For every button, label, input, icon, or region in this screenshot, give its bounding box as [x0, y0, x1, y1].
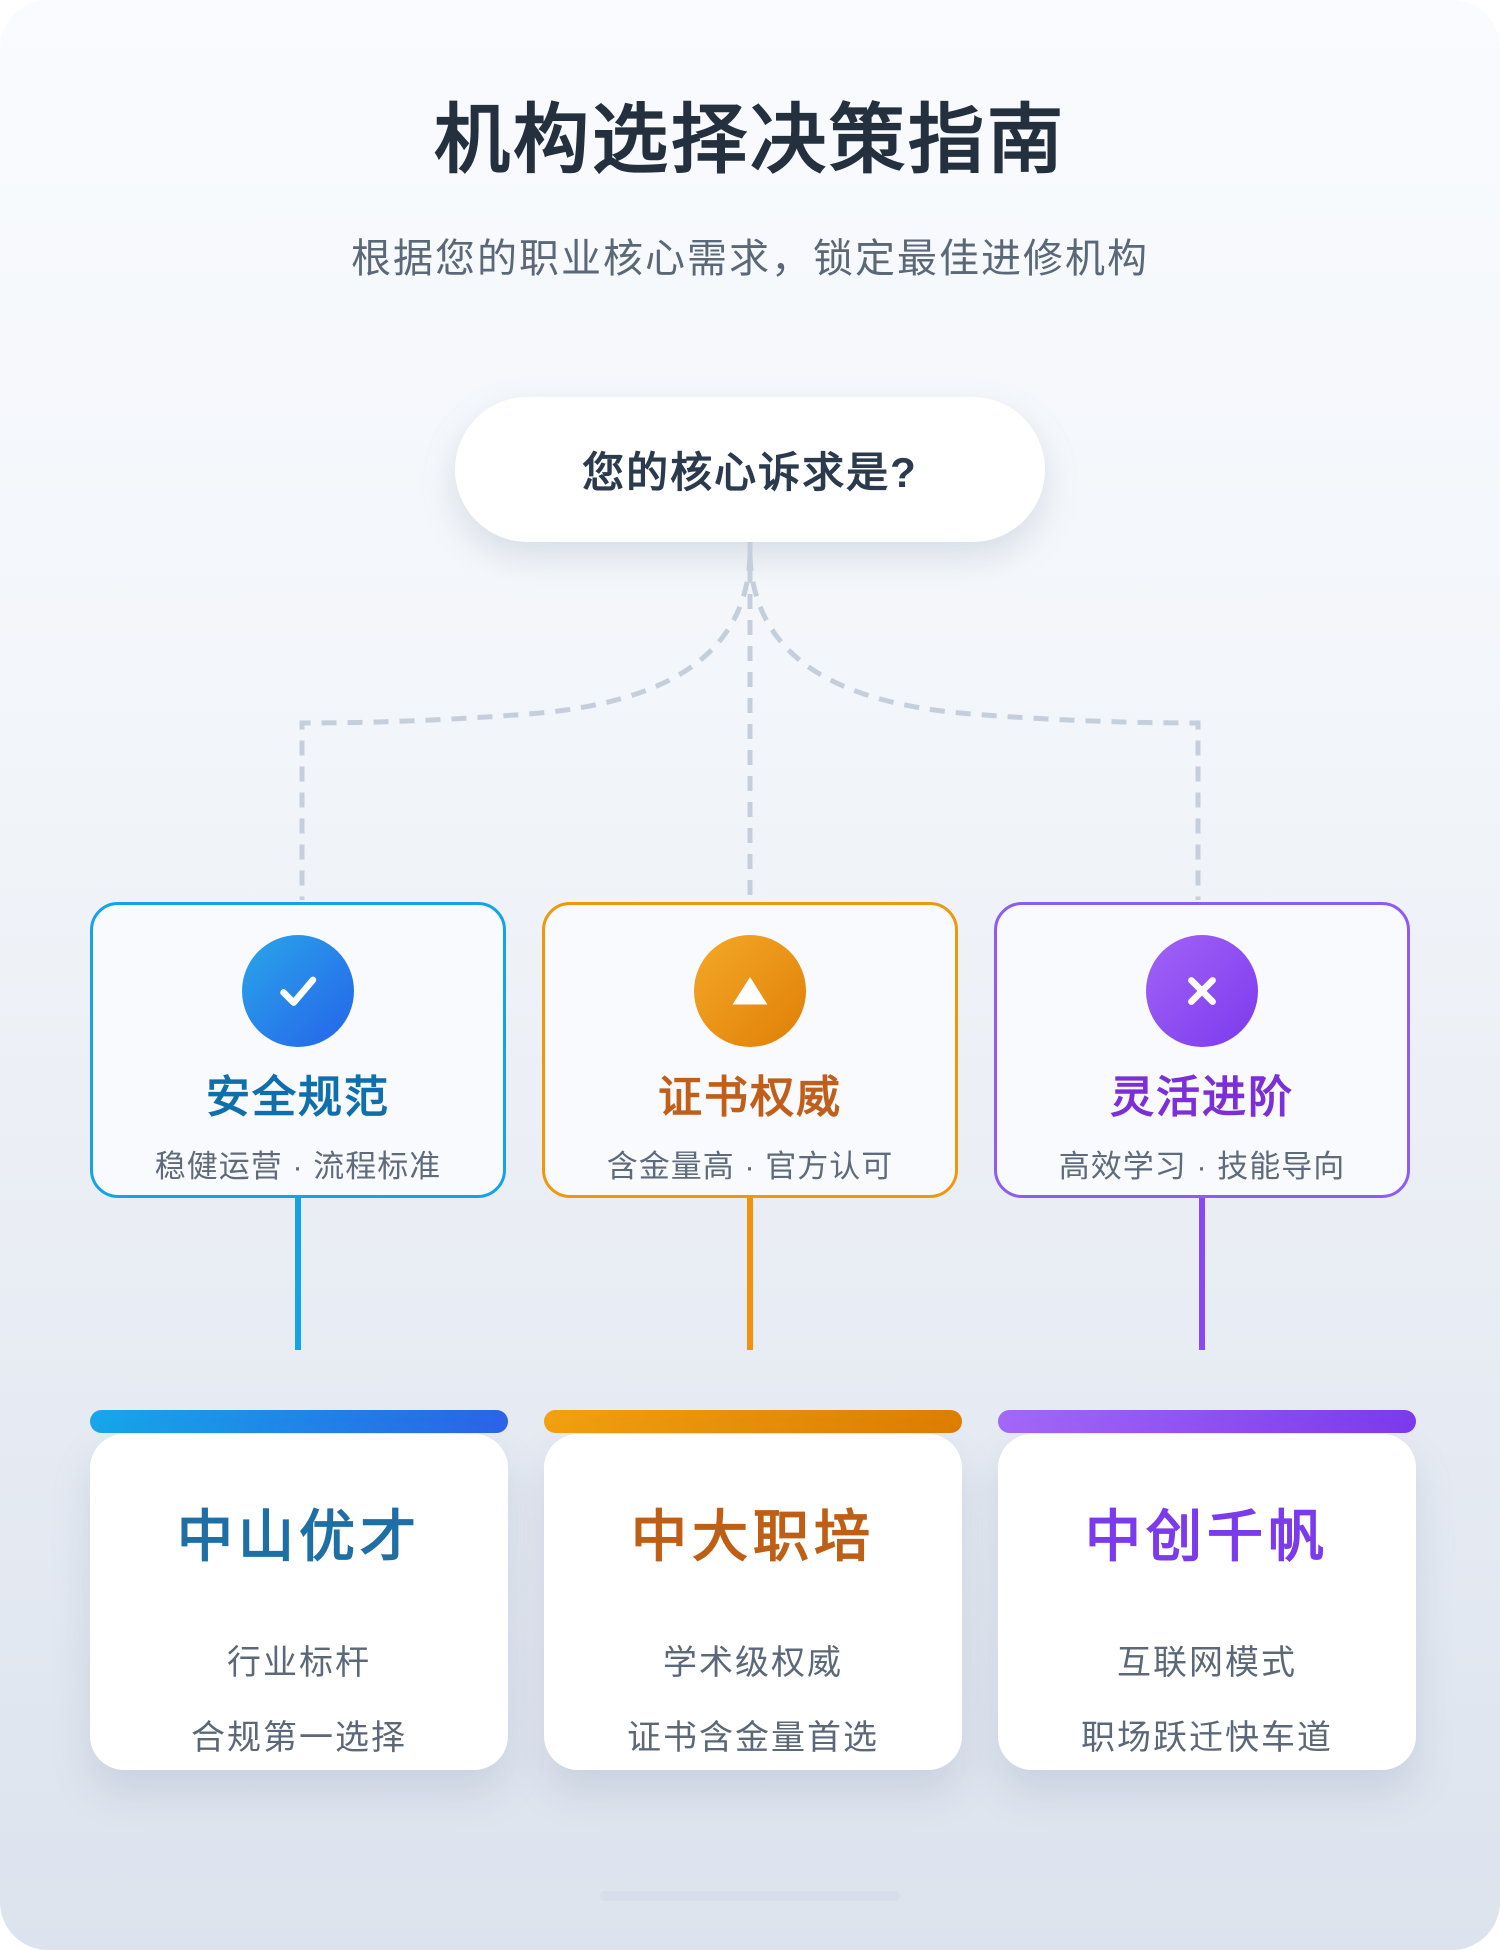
result-name: 中创千帆 — [1085, 1504, 1329, 1570]
question-pill: 您的核心诉求是? — [455, 397, 1045, 542]
result-name: 中山优才 — [177, 1504, 421, 1570]
result-card-zhongshanyoucai: 中山优才 行业标杆 合规第一选择 — [90, 1434, 508, 1770]
criteria-row: 安全规范 稳健运营 · 流程标准 证书权威 含金量高 · 官方认可 灵活进阶 高… — [90, 902, 1410, 1198]
result-card-zhongchuangqianfan: 中创千帆 互联网模式 职场跃迁快车道 — [998, 1434, 1416, 1770]
result-accent-bar — [998, 1410, 1416, 1433]
result-line: 互联网模式 — [1117, 1644, 1297, 1682]
drag-handle — [600, 1891, 900, 1901]
result-line: 合规第一选择 — [191, 1719, 407, 1757]
branch-card-flexible: 灵活进阶 高效学习 · 技能导向 — [994, 902, 1410, 1198]
result-line: 行业标杆 — [227, 1644, 371, 1682]
branch-card-certificate: 证书权威 含金量高 · 官方认可 — [542, 902, 958, 1198]
triangle-icon — [694, 935, 806, 1047]
branch-card-safety: 安全规范 稳健运营 · 流程标准 — [90, 902, 506, 1198]
branch-subtitle: 含金量高 · 官方认可 — [606, 1149, 894, 1184]
result-line: 职场跃迁快车道 — [1081, 1719, 1333, 1757]
result-name: 中大职培 — [631, 1504, 875, 1570]
question-pill-label: 您的核心诉求是? — [582, 449, 918, 496]
result-line: 证书含金量首选 — [627, 1719, 879, 1757]
branch-title: 灵活进阶 — [1110, 1073, 1294, 1122]
result-row: 中山优才 行业标杆 合规第一选择 中大职培 学术级权威 证书含金量首选 中创千帆… — [90, 1410, 1416, 1770]
branch-subtitle: 稳健运营 · 流程标准 — [154, 1149, 442, 1184]
x-icon — [1146, 935, 1258, 1047]
result-line: 学术级权威 — [663, 1644, 843, 1682]
result-accent-bar — [90, 1410, 508, 1433]
page-subtitle: 根据您的职业核心需求，锁定最佳进修机构 — [351, 237, 1149, 281]
check-icon — [242, 935, 354, 1047]
result-card-zhongdazhipei: 中大职培 学术级权威 证书含金量首选 — [544, 1434, 962, 1770]
result-accent-bar — [544, 1410, 962, 1433]
branch-title: 安全规范 — [206, 1073, 390, 1122]
branch-title: 证书权威 — [658, 1073, 842, 1122]
page-title: 机构选择决策指南 — [434, 95, 1066, 184]
branch-subtitle: 高效学习 · 技能导向 — [1058, 1149, 1346, 1184]
